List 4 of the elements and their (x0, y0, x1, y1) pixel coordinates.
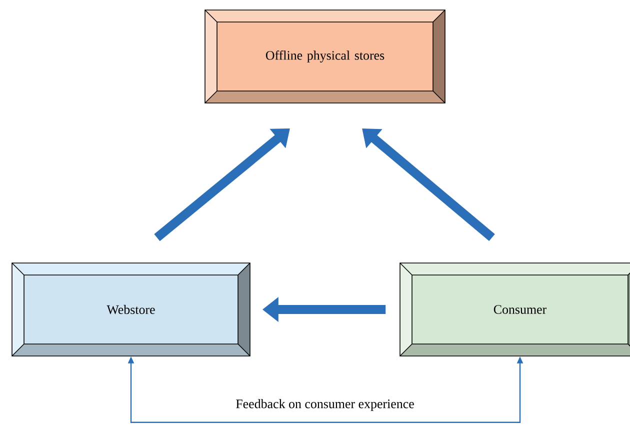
bevel-box: Offline physical stores (204, 10, 446, 104)
bevel-box: Consumer (400, 262, 630, 356)
edge-label: Feedback on consumer experience (234, 398, 416, 412)
bevel-box: Webstore (12, 262, 250, 356)
